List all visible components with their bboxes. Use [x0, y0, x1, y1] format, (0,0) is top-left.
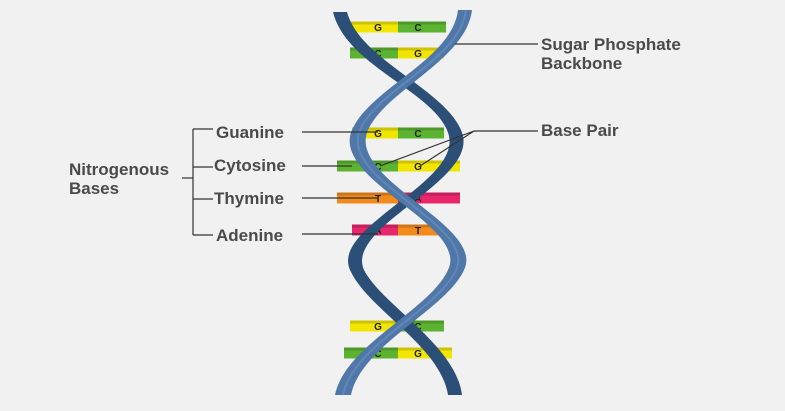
base-right-letter: G: [414, 349, 422, 360]
label-cytosine: Cytosine: [214, 156, 286, 175]
base-left-letter: G: [374, 322, 382, 333]
label-nitrogenous-line2: Bases: [69, 179, 169, 198]
base-right-letter: T: [415, 226, 421, 237]
base-right-letter: C: [414, 129, 421, 140]
base-left-letter: G: [374, 23, 382, 34]
base-left-letter: T: [375, 194, 381, 205]
label-base-pair: Base Pair: [541, 121, 619, 140]
label-adenine: Adenine: [216, 226, 283, 245]
base-right-shade: [398, 22, 446, 25]
label-nitrogenous-line1: Nitrogenous: [69, 160, 169, 179]
base-right-letter: C: [414, 23, 421, 34]
base-left-shade: [348, 22, 398, 25]
label-thymine: Thymine: [214, 189, 284, 208]
label-backbone: Sugar Phosphate Backbone: [541, 35, 681, 73]
base-right-letter: G: [414, 162, 422, 173]
label-backbone-line2: Backbone: [541, 54, 681, 73]
base-left-letter: G: [374, 129, 382, 140]
label-guanine: Guanine: [216, 123, 284, 142]
label-backbone-line1: Sugar Phosphate: [541, 35, 681, 54]
label-nitrogenous-bases: Nitrogenous Bases: [69, 160, 169, 198]
base-right-letter: G: [414, 49, 422, 60]
